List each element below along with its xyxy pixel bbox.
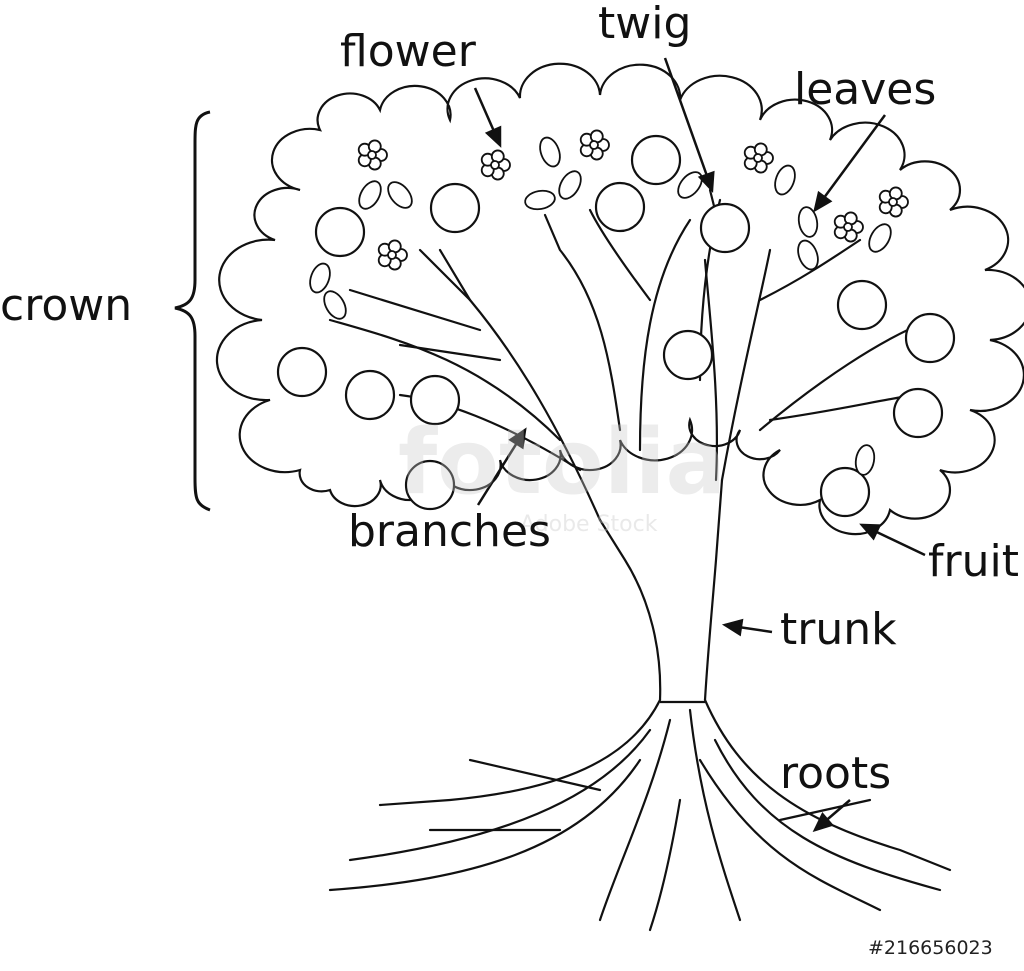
root xyxy=(328,758,642,892)
leaf xyxy=(868,223,892,253)
leaf xyxy=(323,290,347,320)
root xyxy=(698,758,882,912)
flower-center xyxy=(888,197,898,207)
branch xyxy=(703,258,718,482)
branch xyxy=(418,248,602,522)
fruit xyxy=(429,182,481,234)
leaf xyxy=(854,444,876,476)
label-branches: branches xyxy=(348,506,551,557)
arrow-line xyxy=(813,114,887,211)
root xyxy=(688,708,742,922)
leaves-drawing xyxy=(309,136,892,476)
flower-center xyxy=(753,153,763,163)
image-id: #216656023 xyxy=(868,937,993,959)
leaf xyxy=(797,239,819,271)
label-twig: twig xyxy=(598,0,692,49)
leaf xyxy=(524,189,556,211)
leaf xyxy=(387,181,413,209)
root xyxy=(598,718,672,922)
label-roots: roots xyxy=(780,748,892,799)
fruit xyxy=(699,202,751,254)
flower-center xyxy=(490,160,500,170)
root xyxy=(348,728,652,862)
fruit xyxy=(404,459,456,511)
branch xyxy=(543,213,622,432)
branch xyxy=(438,248,472,302)
branch xyxy=(328,318,562,442)
fruit xyxy=(819,466,871,518)
arrow-head xyxy=(859,523,882,541)
fruit xyxy=(409,374,461,426)
fruit xyxy=(836,279,888,331)
branch xyxy=(398,343,502,362)
branch xyxy=(588,208,652,302)
leaf xyxy=(358,180,382,210)
watermark: fotolia xyxy=(398,410,727,515)
watermark-sub: Adobe Stock xyxy=(520,512,658,537)
leaf xyxy=(309,262,331,294)
fruit xyxy=(892,387,944,439)
flower-center xyxy=(843,222,853,232)
root xyxy=(778,798,872,822)
flower-center xyxy=(589,140,599,150)
fruits xyxy=(276,134,956,518)
fruit xyxy=(276,346,328,398)
root xyxy=(703,698,952,872)
label-trunk: trunk xyxy=(780,604,897,655)
arrow-head xyxy=(697,170,715,193)
leaf xyxy=(774,164,796,196)
root xyxy=(713,738,942,892)
arrow-head xyxy=(508,427,527,450)
arrow-head xyxy=(721,618,744,637)
arrow-head xyxy=(484,125,502,148)
arrow-head xyxy=(813,190,833,213)
leaf xyxy=(797,206,819,238)
branch xyxy=(638,218,692,452)
fruit xyxy=(344,369,396,421)
label-flower: flower xyxy=(340,26,476,77)
label-fruit: fruit xyxy=(928,536,1019,587)
branch xyxy=(758,238,862,302)
trunk-drawing xyxy=(599,479,724,704)
root xyxy=(378,698,662,807)
fruit xyxy=(630,134,682,186)
fruit xyxy=(594,181,646,233)
branch xyxy=(720,248,772,482)
label-arrows xyxy=(473,57,926,833)
leaf xyxy=(558,170,582,200)
leaf xyxy=(539,136,561,168)
root xyxy=(468,758,602,792)
label-leaves: leaves xyxy=(794,64,937,115)
crown-brace xyxy=(174,110,211,512)
leaf xyxy=(677,171,703,199)
arrow-head xyxy=(812,812,834,833)
flower-center xyxy=(387,250,397,260)
branch xyxy=(348,288,482,332)
fruit xyxy=(662,329,714,381)
root xyxy=(648,798,682,932)
arrow-line xyxy=(663,57,714,191)
label-crown: crown xyxy=(0,280,133,331)
flowers xyxy=(357,129,909,271)
fruit xyxy=(904,312,956,364)
flower-center xyxy=(367,150,377,160)
roots-drawing xyxy=(328,698,952,932)
fruit xyxy=(314,206,366,258)
